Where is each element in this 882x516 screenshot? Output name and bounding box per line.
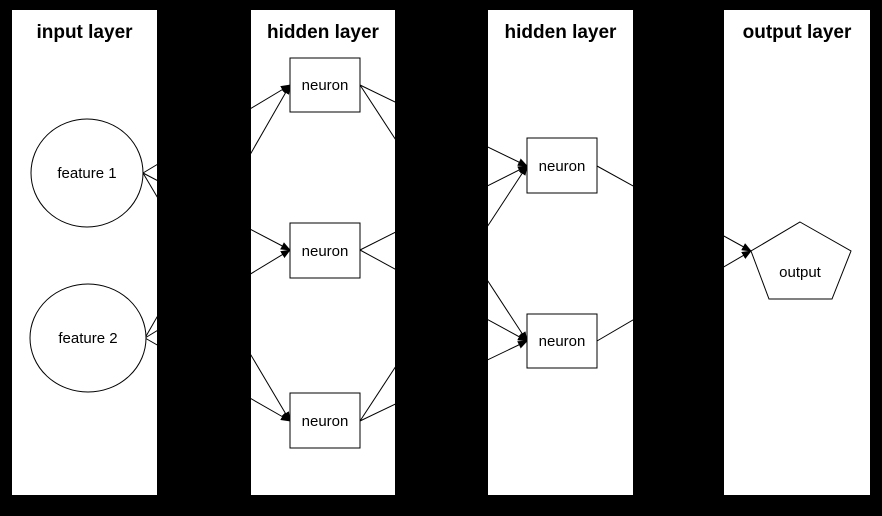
edge-h1n1-h2n1 bbox=[359, 84, 528, 167]
node-h1n3: neuron bbox=[289, 392, 361, 449]
node-h1n2: neuron bbox=[289, 222, 361, 279]
feature2-ellipse bbox=[29, 283, 147, 393]
h1n3-rect bbox=[289, 392, 361, 449]
edge-h1n2-h2n1 bbox=[359, 165, 528, 251]
edge-feature2-h1n3 bbox=[144, 337, 291, 422]
node-out1: output bbox=[750, 221, 852, 300]
feature2-label: feature 2 bbox=[58, 330, 117, 347]
edge-feature2-h1n2 bbox=[144, 249, 291, 339]
feature1-ellipse bbox=[30, 118, 144, 228]
edge-feature2-h1n1 bbox=[144, 84, 291, 339]
node-h1n1: neuron bbox=[289, 57, 361, 113]
edge-feature1-h1n1 bbox=[142, 84, 291, 174]
edge-feature1-h1n3 bbox=[142, 172, 291, 422]
output-layer-title: output layer bbox=[742, 22, 852, 43]
panel-hidden-layer-2: hidden layer bbox=[488, 10, 633, 495]
h1n2-rect bbox=[289, 222, 361, 279]
h2n1-rect bbox=[526, 137, 598, 194]
edge-h2n1-out1 bbox=[596, 165, 752, 252]
node-h2n1: neuron bbox=[526, 137, 598, 194]
node-feature1: feature 1 bbox=[30, 118, 144, 228]
hidden-layer-2-title: hidden layer bbox=[504, 22, 617, 43]
node-h2n2: neuron bbox=[526, 313, 598, 369]
hidden-layer-1-title: hidden layer bbox=[267, 22, 379, 43]
out1-label: output bbox=[779, 264, 822, 281]
h1n2-label: neuron bbox=[302, 243, 349, 260]
h2n1-label: neuron bbox=[539, 158, 586, 175]
input-layer-title: input layer bbox=[36, 22, 133, 43]
edge-feature1-h1n2 bbox=[142, 172, 291, 251]
h2n2-label: neuron bbox=[539, 333, 586, 350]
out1-pentagon bbox=[750, 221, 852, 300]
h1n1-rect bbox=[289, 57, 361, 113]
edge-h1n3-h2n2 bbox=[359, 340, 528, 422]
edge-h1n3-h2n1 bbox=[359, 165, 528, 422]
h1n1-label: neuron bbox=[302, 77, 349, 94]
edge-h1n2-h2n2 bbox=[359, 249, 528, 342]
h1n3-label: neuron bbox=[302, 413, 349, 430]
node-feature2: feature 2 bbox=[29, 283, 147, 393]
feature1-label: feature 1 bbox=[57, 165, 116, 182]
h2n2-rect bbox=[526, 313, 598, 369]
panel-input-layer: input layer bbox=[12, 10, 157, 495]
edge-group bbox=[142, 84, 752, 422]
edge-h1n1-h2n2 bbox=[359, 84, 528, 342]
edge-h2n2-out1 bbox=[596, 250, 752, 342]
